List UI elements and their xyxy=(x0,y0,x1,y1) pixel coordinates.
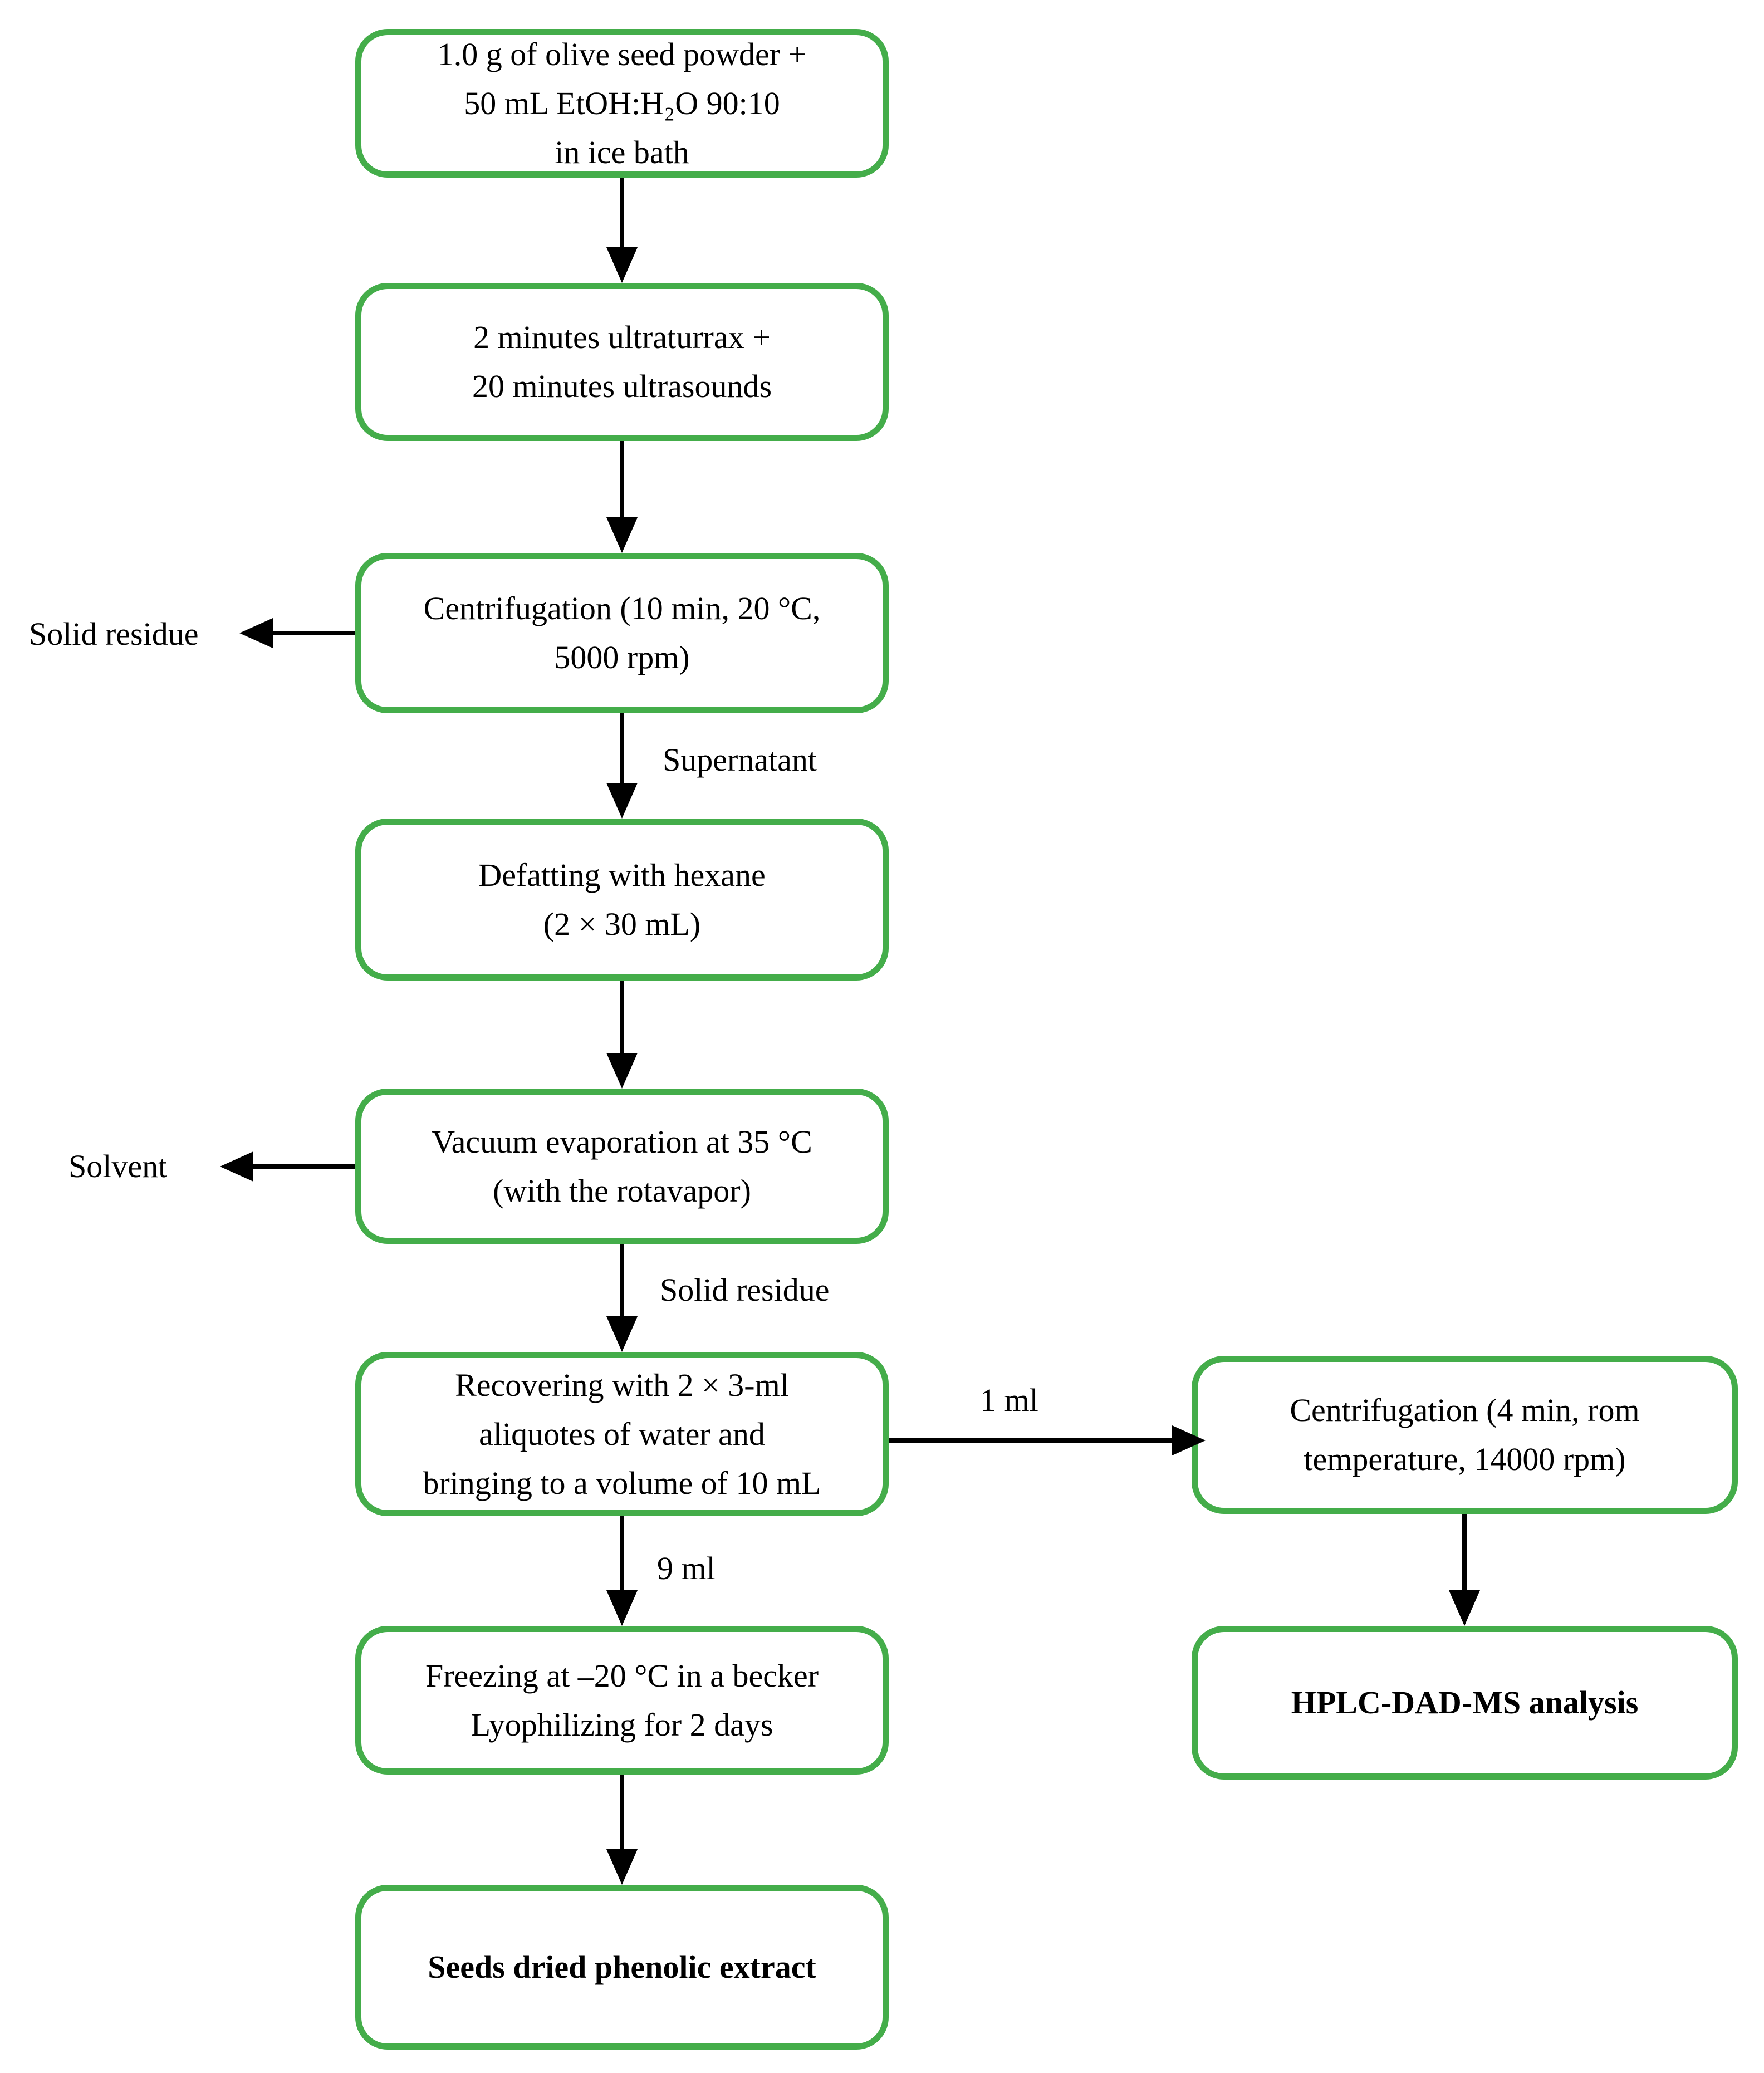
arrow-step3-solid-residue-head-icon xyxy=(239,618,273,648)
label-solvent: Solvent xyxy=(68,1148,168,1184)
arrow-step3-step4-line xyxy=(620,713,624,783)
arrow-step4-step5-head-icon xyxy=(606,1053,638,1089)
arrow-step5-solvent-line xyxy=(253,1164,355,1169)
label-one-ml: 1 ml xyxy=(980,1382,1038,1418)
arrow-step7-step8-head-icon xyxy=(606,1849,638,1885)
step4-text: Defatting with hexane(2 × 30 mL) xyxy=(478,856,766,942)
flowchart-box-step5: Vacuum evaporation at 35 °C(with the rot… xyxy=(355,1089,889,1244)
arrow-step1-step2-line xyxy=(620,178,624,247)
arrow-step6-step7-line xyxy=(620,1516,624,1590)
step2-text: 2 minutes ultraturrax +20 minutes ultras… xyxy=(472,319,772,404)
arrow-step2-step3-head-icon xyxy=(606,517,638,553)
arrow-step5-step6-line xyxy=(620,1244,624,1316)
label-supernatant: Supernatant xyxy=(663,742,817,778)
arrow-step3-solid-residue-line xyxy=(273,631,355,635)
right2-text: HPLC-DAD-MS analysis xyxy=(1291,1684,1639,1721)
label-solid-residue-left: Solid residue xyxy=(29,616,199,652)
label-nine-ml: 9 ml xyxy=(657,1550,716,1586)
flowchart-box-step8: Seeds dried phenolic extract xyxy=(355,1885,889,2050)
flowchart-box-step1: 1.0 g of olive seed powder +50 mL EtOH:H… xyxy=(355,29,889,178)
arrow-step6-step7-head-icon xyxy=(606,1590,638,1626)
step1-text: 1.0 g of olive seed powder +50 mL EtOH:H… xyxy=(437,36,807,170)
arrow-step4-step5-line xyxy=(620,981,624,1053)
arrow-right1-right2-line xyxy=(1462,1514,1467,1590)
flowchart-box-hplc-analysis: HPLC-DAD-MS analysis xyxy=(1192,1626,1738,1780)
arrow-step6-right1-head-icon xyxy=(1172,1425,1206,1455)
arrow-step1-step2-head-icon xyxy=(606,247,638,283)
arrow-step7-step8-line xyxy=(620,1775,624,1849)
arrow-step3-step4-head-icon xyxy=(606,783,638,819)
step5-text: Vacuum evaporation at 35 °C(with the rot… xyxy=(432,1123,812,1209)
arrow-step5-solvent-head-icon xyxy=(220,1151,253,1182)
arrow-step2-step3-line xyxy=(620,441,624,517)
flowchart-box-step3: Centrifugation (10 min, 20 °C,5000 rpm) xyxy=(355,553,889,713)
arrow-right1-right2-head-icon xyxy=(1449,1590,1480,1626)
flowchart-box-step4: Defatting with hexane(2 × 30 mL) xyxy=(355,819,889,981)
step3-text: Centrifugation (10 min, 20 °C,5000 rpm) xyxy=(423,590,821,675)
step8-text: Seeds dried phenolic extract xyxy=(428,1949,816,1985)
arrow-step6-right1-line xyxy=(889,1438,1172,1443)
label-solid-residue-mid: Solid residue xyxy=(660,1272,830,1308)
flowchart-box-step2: 2 minutes ultraturrax +20 minutes ultras… xyxy=(355,283,889,441)
arrow-step5-step6-head-icon xyxy=(606,1316,638,1352)
